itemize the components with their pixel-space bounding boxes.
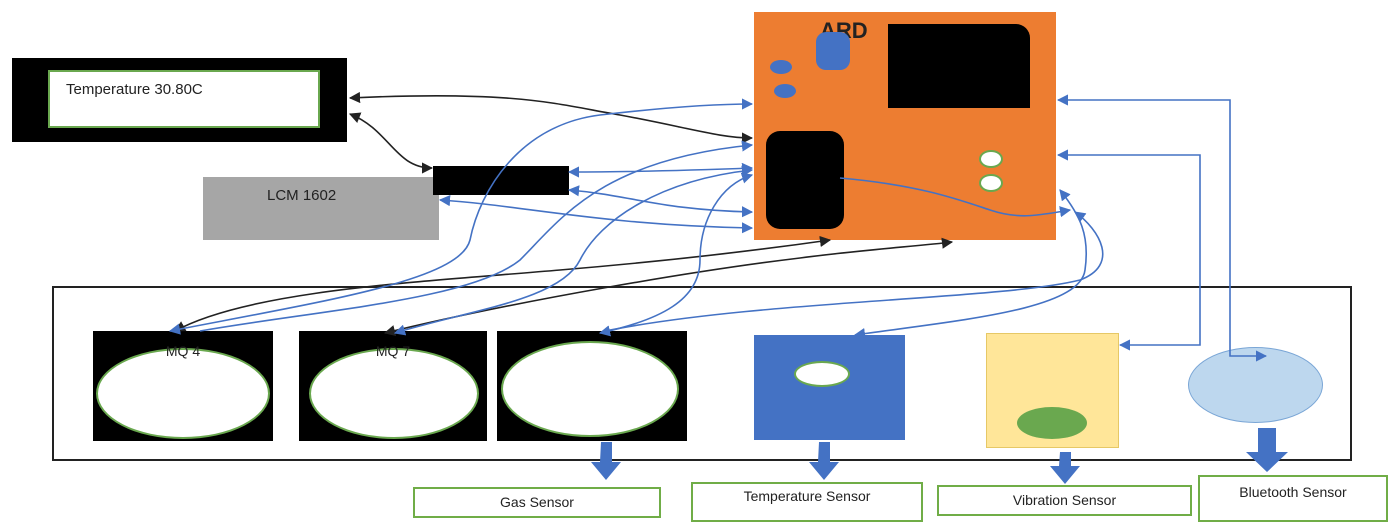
wire-mq4-arduino-1: [168, 98, 754, 335]
wire-lcd-arduino: [348, 91, 754, 144]
wire-mq4-arduino-2: [199, 140, 754, 332]
led-blue-1: [770, 60, 792, 74]
mq7-element: [309, 348, 479, 439]
wire-gas3-arduino: [598, 172, 754, 337]
bluetooth-sensor-caption-text: Bluetooth Sensor: [1239, 484, 1347, 500]
wire-chip-pin: [839, 177, 1072, 218]
temperature-arrow: [809, 442, 839, 480]
wire-vibration-arduino: [1056, 149, 1201, 351]
gas-sensor-3-element: [501, 341, 679, 437]
temperature-sensor-window: [794, 361, 850, 387]
microcontroller-chip: [766, 131, 844, 229]
wire-lcd-lcm: [348, 112, 434, 174]
vibration-sensor-caption: Vibration Sensor: [937, 485, 1192, 516]
wire-mq4-arduino-black: [174, 235, 832, 332]
lcd-text: Temperature 30.80C: [66, 81, 203, 98]
vibration-sensor-dot: [1017, 407, 1087, 439]
temperature-sensor-caption: Temperature Sensor: [691, 482, 923, 522]
mq7-sensor: [299, 331, 487, 441]
vibration-sensor-caption-text: Vibration Sensor: [1012, 492, 1117, 508]
wire-gas3-pin: [604, 211, 1104, 332]
temperature-sensor: [754, 335, 905, 440]
vibration-arrow: [1050, 452, 1080, 484]
gas-arrow: [591, 442, 621, 480]
wire-lcm-arduino-1: [567, 162, 754, 178]
usb-port: [816, 32, 850, 70]
mq4-caption: MQ 4: [165, 343, 201, 359]
led-blue-2: [774, 84, 796, 98]
wire-bluetooth-arduino: [1056, 94, 1268, 362]
bluetooth-arrow: [1246, 428, 1288, 472]
wire-temp-arduino: [853, 189, 1088, 340]
caption-arrows: [591, 428, 1288, 484]
wire-lcm-arduino-3: [438, 195, 754, 234]
mq7-caption: MQ 7: [375, 343, 411, 359]
bluetooth-sensor-caption: Bluetooth Sensor: [1198, 475, 1388, 522]
wire-mq7-arduino: [393, 165, 754, 336]
gas-sensor-caption-text: Gas Sensor: [500, 494, 574, 510]
mq4-element: [96, 348, 270, 439]
gas-sensor-3: [497, 331, 687, 441]
temperature-sensor-caption-text: Temperature Sensor: [743, 488, 871, 504]
wire-mq7-arduino-black: [383, 237, 954, 337]
mq4-sensor: MQ 4: [93, 331, 273, 441]
pin-white-1: [979, 150, 1003, 168]
power-jack: [888, 24, 1030, 108]
gas-sensor-caption: Gas Sensor: [413, 487, 661, 518]
